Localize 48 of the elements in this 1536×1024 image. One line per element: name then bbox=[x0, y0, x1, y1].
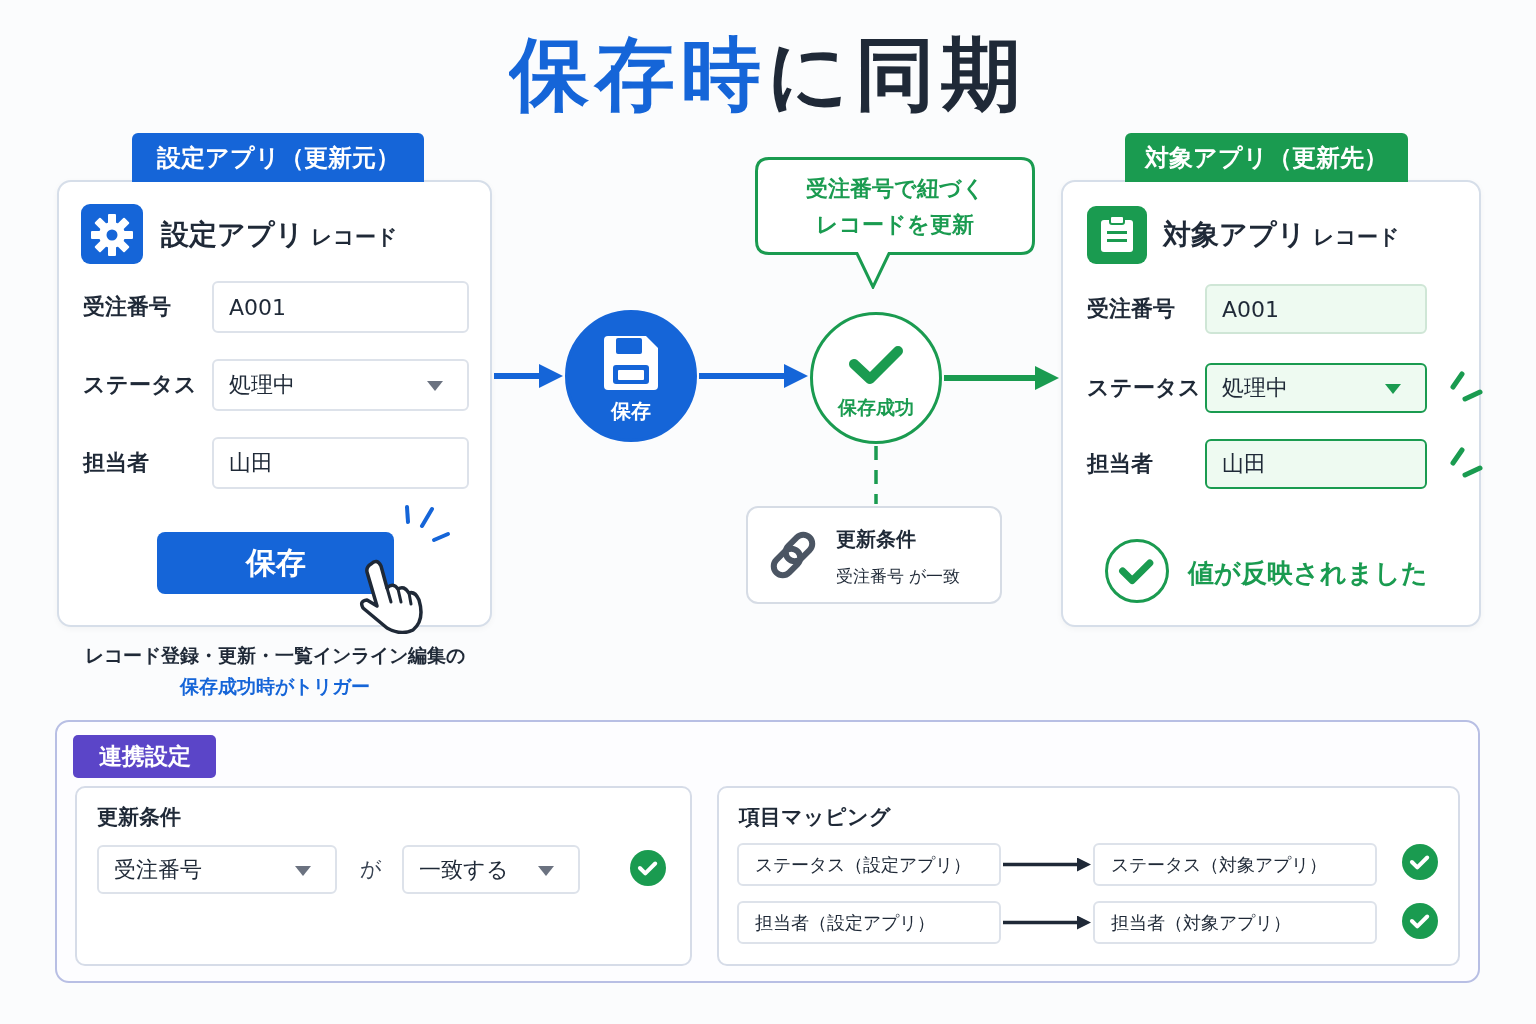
arrow bbox=[944, 366, 1059, 390]
success-circle bbox=[810, 312, 942, 444]
circle-label: 保存 bbox=[610, 398, 652, 425]
input-field: 担当者（対象アプリ） bbox=[1093, 901, 1377, 944]
section-box bbox=[717, 786, 1460, 966]
input-field: 山田 bbox=[1205, 439, 1427, 489]
speech-bubble bbox=[755, 157, 1035, 289]
section-title: 更新条件 bbox=[97, 804, 181, 831]
dropdown-field: 一致する bbox=[402, 845, 580, 894]
field-label: 担当者 bbox=[1087, 450, 1153, 478]
field-label: ステータス bbox=[83, 371, 197, 399]
dropdown-field: 処理中 bbox=[1205, 363, 1427, 413]
input-field: A001 bbox=[212, 281, 469, 333]
condition-title: 更新条件 bbox=[836, 526, 916, 553]
field-label: 受注番号 bbox=[1087, 295, 1175, 323]
connector-line bbox=[874, 446, 878, 504]
callout-text: 受注番号で紐づくレコードを更新 bbox=[804, 175, 986, 239]
section-box bbox=[75, 786, 692, 966]
arrow bbox=[1003, 857, 1091, 872]
input-field: 担当者（設定アプリ） bbox=[737, 901, 1001, 944]
connector-word: が bbox=[360, 856, 382, 883]
field-label: ステータス bbox=[1087, 374, 1201, 402]
input-field: ステータス（設定アプリ） bbox=[737, 843, 1001, 886]
card-heading: 設定アプリ レコード bbox=[161, 217, 399, 253]
settings-panel bbox=[55, 720, 1480, 983]
card-heading: 対象アプリ レコード bbox=[1163, 217, 1401, 253]
input-field: ステータス（対象アプリ） bbox=[1093, 843, 1377, 886]
tab-label: 設定アプリ（更新元） bbox=[132, 133, 424, 182]
tab-label: 連携設定 bbox=[73, 735, 216, 778]
arrow bbox=[1003, 915, 1091, 930]
section-title: 項目マッピング bbox=[739, 804, 891, 831]
save-button: 保存 bbox=[157, 532, 394, 594]
node-label: レコード登録・更新・一覧インライン編集の bbox=[83, 643, 466, 668]
node-label: 保存成功時がトリガー bbox=[178, 674, 371, 699]
condition-text: 受注番号 が一致 bbox=[836, 565, 961, 588]
arrow bbox=[699, 364, 808, 388]
dropdown-field: 処理中 bbox=[212, 359, 469, 411]
tab-label: 対象アプリ（更新先） bbox=[1125, 133, 1408, 182]
circle-label: 保存成功 bbox=[836, 395, 915, 420]
status-message: 値が反映されました bbox=[1188, 557, 1428, 590]
condition-box bbox=[746, 506, 1002, 604]
arrow bbox=[494, 364, 563, 388]
field-label: 受注番号 bbox=[83, 293, 171, 321]
dropdown-field: 受注番号 bbox=[97, 845, 337, 894]
save-circle bbox=[565, 310, 697, 442]
field-label: 担当者 bbox=[83, 449, 149, 477]
input-field: 山田 bbox=[212, 437, 469, 489]
input-field: A001 bbox=[1205, 284, 1427, 334]
